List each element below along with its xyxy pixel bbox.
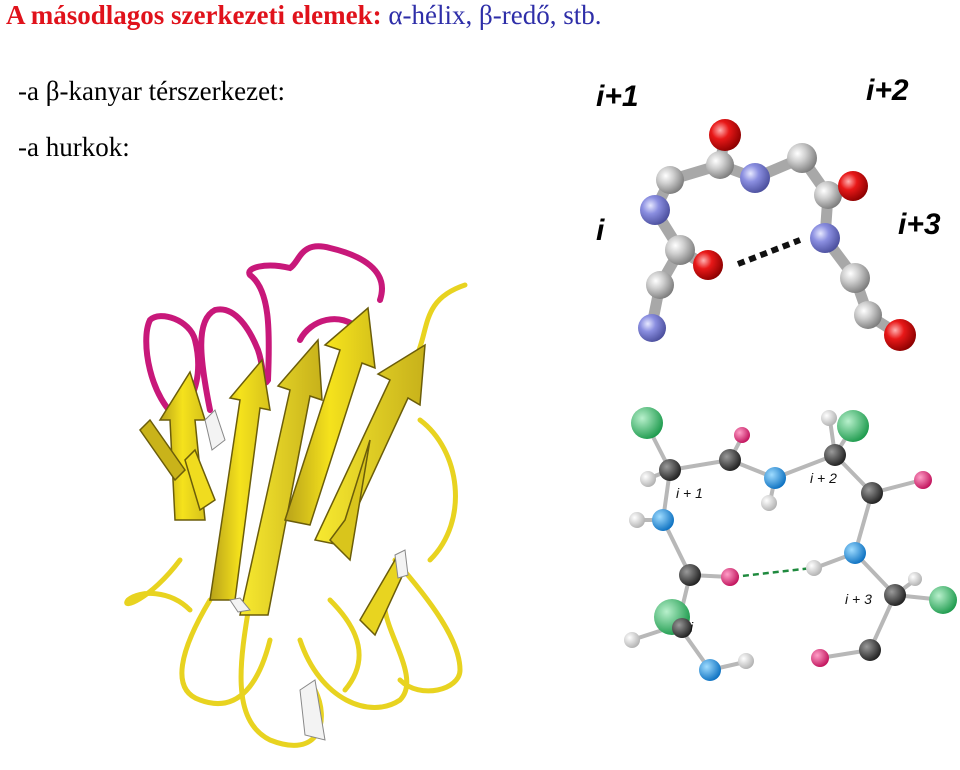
turn-label-i3: i+3 <box>898 208 941 241</box>
oxygen-atom <box>721 568 739 586</box>
carbon-atom <box>706 151 734 179</box>
carbon-atom <box>787 143 817 173</box>
diagram-label-i1: i + 1 <box>676 485 703 501</box>
diagram-label-i2: i + 2 <box>810 470 837 486</box>
title-main: A másodlagos szerkezeti elemek: <box>6 0 382 30</box>
side-chain-atom <box>654 599 690 635</box>
strand-undersides <box>204 409 409 741</box>
bonds-turn <box>646 129 906 341</box>
carbon-atom <box>672 618 692 638</box>
title-rest: α-hélix, β-redő, stb. <box>388 0 602 30</box>
hydrogen-atom <box>806 560 822 576</box>
hydrogen-atom <box>738 653 754 669</box>
oxygen-atom <box>914 471 932 489</box>
hydrogen-bond-green <box>732 566 813 579</box>
hydrogen-bond-dash <box>736 237 802 267</box>
carbon-atom <box>656 166 684 194</box>
carbon-atom <box>646 271 674 299</box>
carbon-atom <box>861 482 883 504</box>
carbon-atom <box>884 584 906 606</box>
nitrogen-atom <box>844 542 866 564</box>
carbon-atom <box>854 301 882 329</box>
nitrogen-atom <box>652 509 674 531</box>
hydrogen-atom <box>624 632 640 648</box>
hydrogen-atom <box>908 572 922 586</box>
turn-label-i2: i+2 <box>866 74 909 107</box>
oxygen-atom <box>838 171 868 201</box>
carbon-atom <box>659 459 681 481</box>
nitrogen-atom <box>638 314 666 342</box>
carbon-atom <box>859 639 881 661</box>
yellow-loops <box>124 282 468 748</box>
bullet-beta-turn: -a β-kanyar térszerkezet: <box>18 76 286 106</box>
carbon-atom <box>814 181 842 209</box>
bonds-diagram <box>630 418 945 672</box>
hydrogen-atom <box>629 512 645 528</box>
bullet-loops: -a hurkok: <box>18 132 130 162</box>
nitrogen-atom <box>764 467 786 489</box>
nitrogen-atom <box>699 659 721 681</box>
side-chain-atom <box>631 407 663 439</box>
hydrogen-atom <box>761 495 777 511</box>
atoms-turn <box>638 119 916 351</box>
oxygen-atom <box>811 649 829 667</box>
nitrogen-atom <box>810 223 840 253</box>
oxygen-atom <box>734 427 750 443</box>
oxygen-atom <box>693 250 723 280</box>
carbon-atom <box>719 449 741 471</box>
carbon-atom <box>679 564 701 586</box>
beta-strands <box>139 306 426 637</box>
carbon-atom <box>824 444 846 466</box>
carbon-atom <box>665 235 695 265</box>
turn-label-i: i <box>596 214 605 247</box>
diagram-label-i: i <box>690 619 694 635</box>
hydrogen-atom <box>640 471 656 487</box>
side-chain-atom <box>837 410 869 442</box>
hydrogen-atom <box>821 410 837 426</box>
nitrogen-atom <box>740 163 770 193</box>
slide-title: A másodlagos szerkezeti elemek: α-hélix,… <box>6 0 602 31</box>
turn-label-i1: i+1 <box>596 80 639 113</box>
magenta-loops <box>143 243 385 423</box>
oxygen-atom <box>709 119 741 151</box>
atoms-diagram <box>624 407 957 681</box>
carbon-atom <box>840 263 870 293</box>
diagram-label-i3: i + 3 <box>845 591 872 607</box>
oxygen-atom <box>884 319 916 351</box>
side-chain-atom <box>929 586 957 614</box>
nitrogen-atom <box>640 195 670 225</box>
